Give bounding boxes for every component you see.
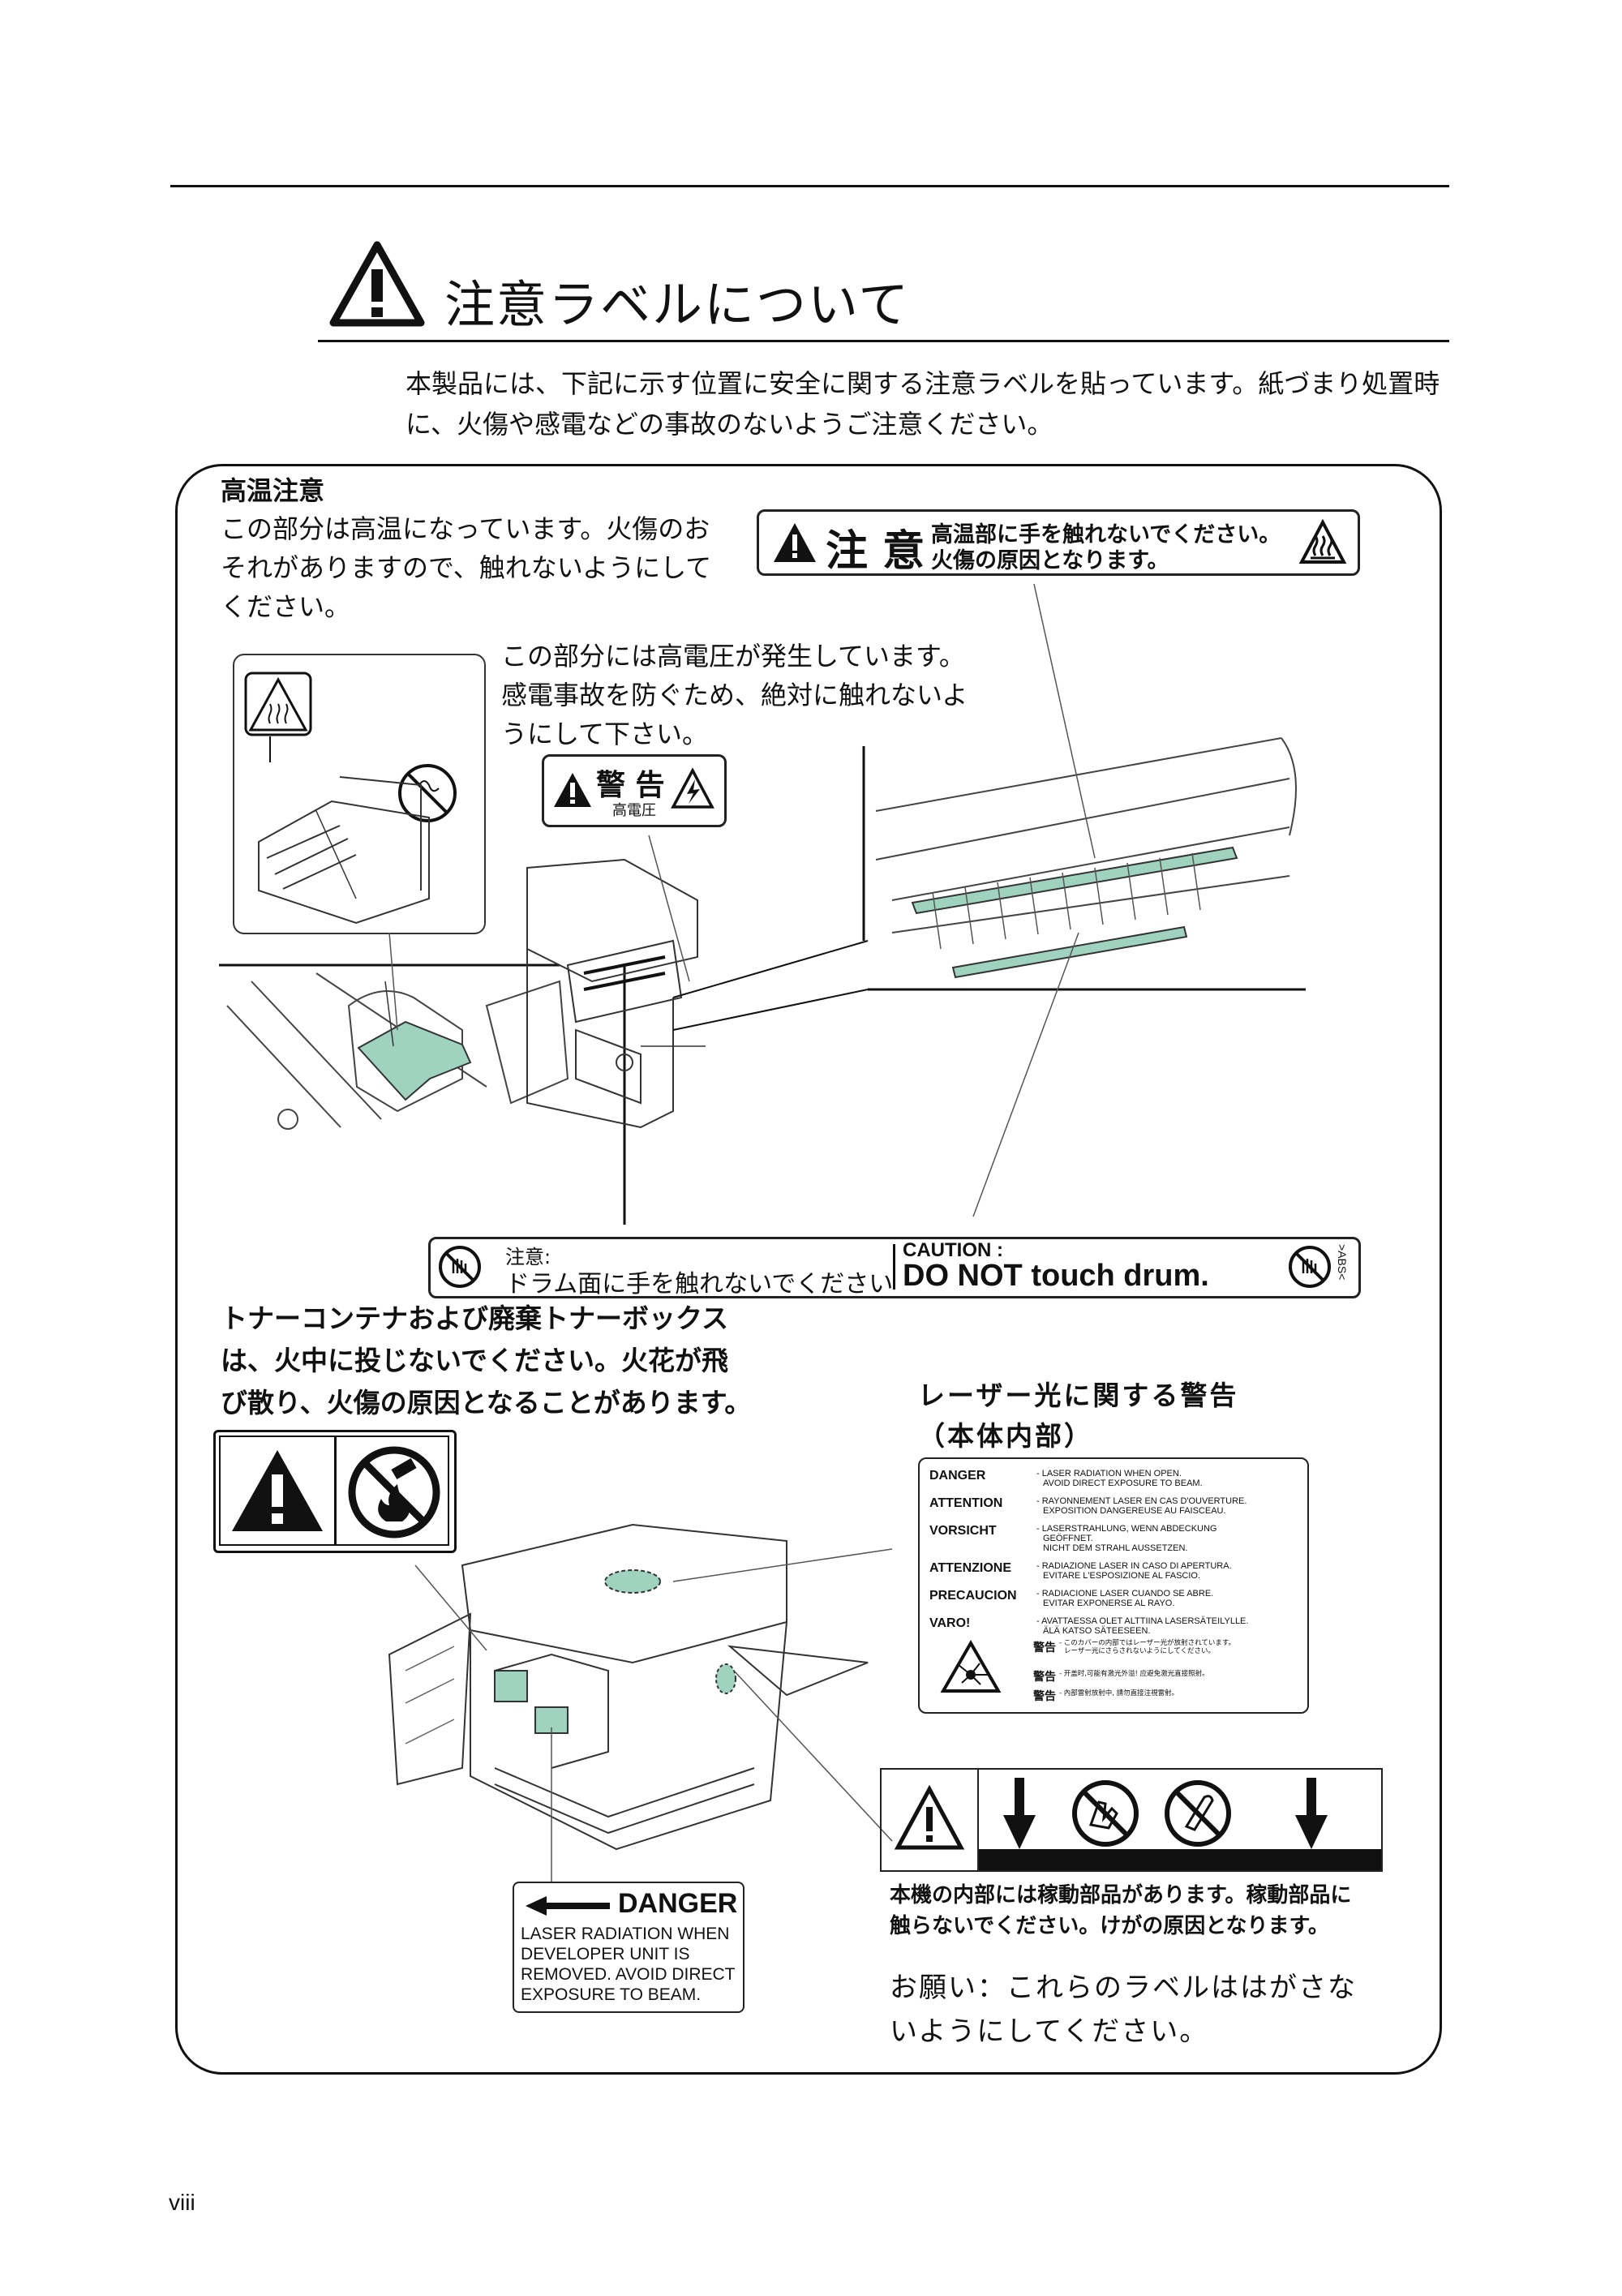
high-temp-text: この部分は高温になっています。火傷のお それがありますので、触れないようにして … [221, 513, 712, 622]
warning-triangle-icon [329, 241, 425, 327]
printer-laser-illustration [388, 1523, 893, 1882]
no-touch-icon [1289, 1246, 1331, 1288]
laser-row: ATTENTION - RAYONNEMENT LASER EN CAS D'O… [929, 1496, 1247, 1516]
no-hand-icon [1072, 1780, 1139, 1847]
black-band [979, 1849, 1381, 1870]
toner-text: トナーコンテナおよび廃棄トナーボックス は、火中に投じないでください。火花が飛 … [221, 1302, 752, 1418]
toner-fire-label [213, 1430, 457, 1553]
page-number: viii [169, 2190, 195, 2215]
hot-surface-icon [1298, 518, 1347, 564]
laser-hazard-icon [940, 1639, 1002, 1693]
danger-head: DANGER [618, 1888, 738, 1919]
laser-row: PRECAUCION - RADIACIONE LASER CUANDO SE … [929, 1589, 1214, 1608]
drum-caution-label: 注意: ドラム面に手を触れないでください CAUTION : DO NOT to… [428, 1237, 1361, 1298]
fuser-inset-illustration [233, 654, 486, 934]
no-touch-icon [439, 1246, 481, 1288]
drum-en-head: CAUTION : [903, 1239, 1003, 1261]
drum-jp-head: 注意: [505, 1246, 551, 1268]
high-temp-label-head: 注 意 [826, 527, 925, 576]
title-rule [318, 340, 1449, 342]
warning-triangle-icon [554, 773, 591, 807]
laser-row: VARO! - AVATTAESSA OLET ALTTIINA LASERSÄ… [929, 1616, 1249, 1636]
laser-heading: レーザー光に関する警告 （本体内部） [918, 1380, 1239, 1452]
laser-row: ATTENZIONE - RADIAZIONE LASER IN CASO DI… [929, 1561, 1232, 1581]
printer-drum-illustration [219, 583, 1306, 1225]
labels-panel [175, 464, 1442, 2075]
high-temp-label-line1: 高温部に手を触れないでください。 [931, 522, 1281, 547]
warning-triangle-icon [774, 523, 816, 562]
high-temp-label: 注 意 高温部に手を触れないでください。 火傷の原因となります。 [757, 509, 1360, 576]
laser-asian-row: 警告 - 內部雷射放射中, 請勿直接注視雷射。 [1033, 1689, 1179, 1703]
warning-triangle-icon [232, 1450, 323, 1531]
danger-text: LASER RADIATION WHEN DEVELOPER UNIT IS R… [521, 1925, 736, 2004]
drum-jp-text: ドラム面に手を触れないでください [505, 1270, 894, 1298]
warning-triangle-icon [894, 1784, 965, 1850]
intro-text: 本製品には、下記に示す位置に安全に関する注意ラベルを貼っています。紙づまり処置時… [406, 368, 1440, 440]
high-temp-heading: 高温注意 [221, 475, 325, 506]
high-voltage-text: この部分には高電圧が発生しています。 感電事故を防ぐため、絶対に触れないよ うに… [501, 641, 968, 749]
danger-laser-label: DANGER LASER RADIATION WHEN DEVELOPER UN… [513, 1882, 744, 2013]
no-finger-icon [1165, 1780, 1231, 1847]
laser-row: VORSICHT - LASERSTRAHLUNG, WENN ABDECKUN… [929, 1524, 1217, 1553]
high-voltage-label: 警 告 高電圧 [542, 754, 727, 827]
laser-asian-row: 警告 - このカバーの内部ではレーザー光が放射されています。レーザー光にさらされ… [1033, 1639, 1235, 1655]
page-title: 注意ラベルについて [444, 275, 911, 334]
request-text: お願い：これらのラベルははがさな いようにしてください。 [890, 1972, 1357, 2048]
laser-row: DANGER - LASER RADIATION WHEN OPEN.AVOID… [929, 1469, 1203, 1488]
laser-asian-rows: 警告 - このカバーの内部ではレーザー光が放射されています。レーザー光にさらされ… [1033, 1639, 1301, 1707]
laser-asian-row: 警告 - 开盖时,可能有激光外溢! 应避免激光直接照射。 [1033, 1670, 1209, 1684]
drum-en-text: DO NOT touch drum. [903, 1259, 1209, 1293]
laser-rows: DANGER - LASER RADIATION WHEN OPEN.AVOID… [929, 1469, 1302, 1644]
moving-parts-label [880, 1768, 1383, 1872]
arrow-down-icon [1003, 1778, 1036, 1849]
high-temp-label-line2: 火傷の原因となります。 [931, 548, 1169, 573]
high-voltage-label-sub: 高電圧 [612, 802, 656, 819]
divider [893, 1244, 895, 1290]
material-mark: >ABS< [1336, 1244, 1349, 1281]
no-fire-icon [348, 1446, 440, 1539]
top-rule [170, 185, 1449, 187]
electric-shock-icon [671, 767, 714, 809]
arrow-down-icon [1295, 1778, 1328, 1849]
moving-parts-text: 本機の内部には稼動部品があります。稼動部品に 触らないでください。けがの原因とな… [890, 1883, 1352, 1938]
laser-warning-label: DANGER - LASER RADIATION WHEN OPEN.AVOID… [918, 1457, 1309, 1714]
high-voltage-label-head: 警 告 [596, 769, 665, 802]
arrow-left-icon [526, 1896, 610, 1916]
